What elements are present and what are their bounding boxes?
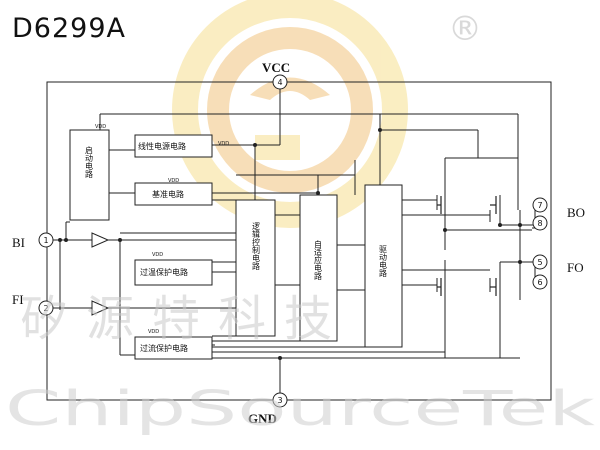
pin-circles bbox=[38, 74, 548, 408]
output-transistors bbox=[437, 196, 497, 296]
input-buffers bbox=[91, 232, 110, 316]
vdd-tag-startup: VDD bbox=[95, 124, 106, 130]
pin-fo-a: 5 bbox=[537, 258, 542, 267]
bi-label: BI bbox=[12, 235, 25, 250]
watermark-english: ChipSourceTek bbox=[5, 381, 595, 437]
gnd-label: GND bbox=[248, 411, 277, 426]
vdd-tag-linear: VDD bbox=[218, 141, 229, 147]
logo-watermark bbox=[172, 0, 408, 228]
vdd-tag-overcurrent: VDD bbox=[148, 329, 159, 335]
bo-label: BO bbox=[567, 205, 585, 220]
linear-supply-label: 线性电源电路 bbox=[138, 141, 186, 151]
pin-bi: 1 bbox=[43, 236, 48, 245]
wiring bbox=[46, 81, 552, 401]
fi-label: FI bbox=[12, 292, 24, 307]
logic-label: 逻辑控制电路 bbox=[252, 221, 261, 270]
fo-label: FO bbox=[567, 260, 584, 275]
vcc-label: VCC bbox=[262, 60, 290, 75]
pin-fo-b: 6 bbox=[537, 278, 542, 287]
reference-label: 基准电路 bbox=[152, 189, 184, 199]
adaptive-label: 自适应电路 bbox=[314, 239, 323, 280]
blocks bbox=[69, 129, 403, 360]
registered-mark: ® bbox=[448, 9, 482, 49]
pin-bo-a: 7 bbox=[537, 201, 542, 210]
pin-bo-b: 8 bbox=[537, 219, 542, 228]
driver-label: 驱动电路 bbox=[379, 245, 388, 277]
junctions bbox=[58, 128, 522, 360]
vdd-tag-overtemp: VDD bbox=[152, 252, 163, 258]
watermark-chinese: 矽源特科技 bbox=[20, 291, 350, 347]
vdd-tag-reference: VDD bbox=[168, 178, 179, 184]
startup-label: 启动电路 bbox=[85, 145, 94, 178]
chip-title: D6299A bbox=[12, 13, 126, 44]
pin-gnd: 3 bbox=[277, 396, 282, 405]
over-current-label: 过流保护电路 bbox=[140, 343, 188, 353]
pin-vcc: 4 bbox=[277, 78, 282, 87]
pin-fi: 2 bbox=[43, 304, 48, 313]
over-temp-label: 过温保护电路 bbox=[140, 267, 188, 277]
